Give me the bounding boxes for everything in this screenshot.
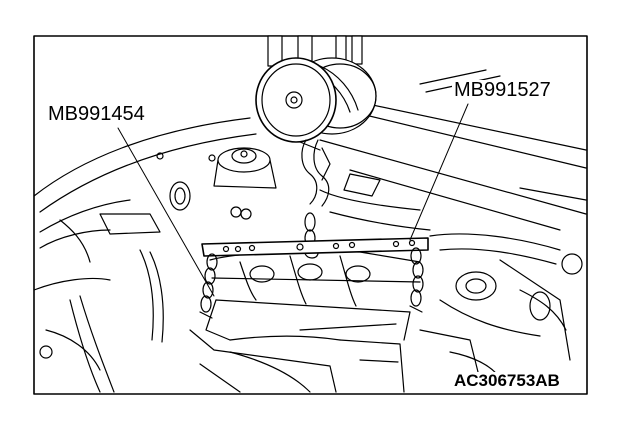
left-chain [199,253,218,319]
hood-underside [319,69,587,231]
right-leader-line [409,103,469,241]
left-hoses [39,181,191,393]
callout-left-tool: MB991454 [46,103,147,125]
engine-block [205,250,421,341]
callout-right-tool: MB991527 [452,79,553,101]
lifting-bar [201,237,429,257]
left-leader-line [117,127,215,297]
figure-code: AC306753AB [452,371,562,390]
intake-area [230,173,431,231]
right-chain [409,247,424,313]
left-fender [33,117,257,291]
strut-tower [156,147,277,189]
right-components [419,233,583,381]
chain-hoist [255,35,377,151]
lower-engine [189,329,405,393]
